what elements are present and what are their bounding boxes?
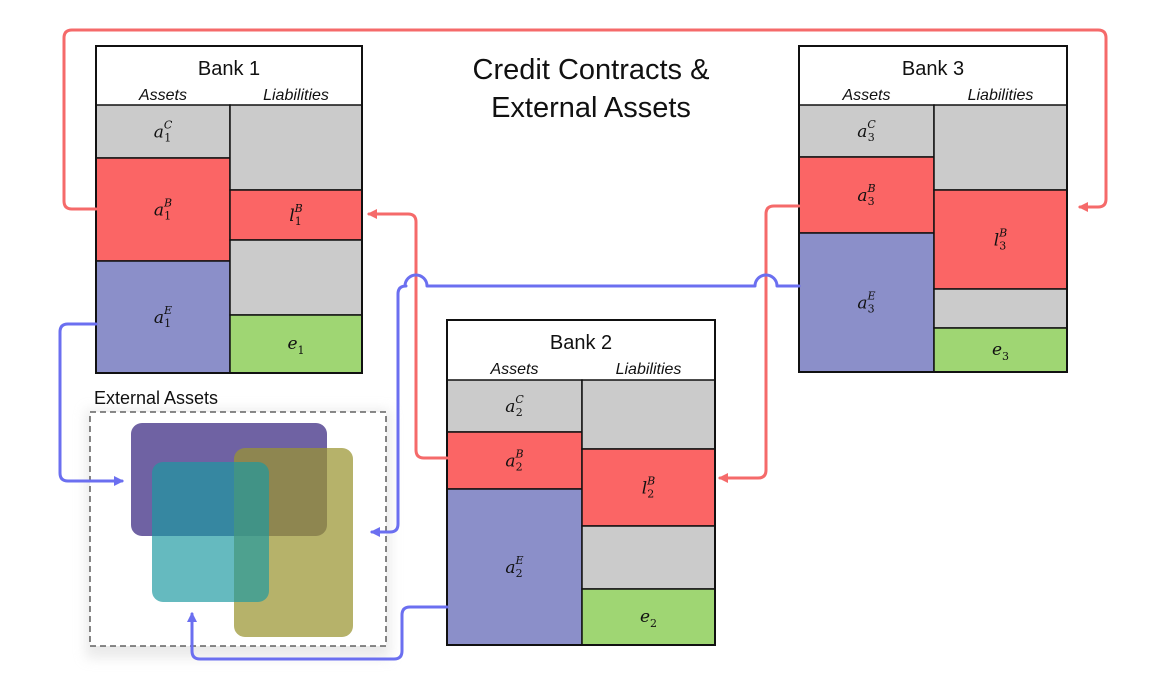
bank-3-cell-aB (798, 156, 935, 234)
bank-1-cell-aB (95, 157, 231, 262)
credit-link-bank1-to-bank3 (62, 28, 1108, 212)
bank-2-cell-aE (446, 488, 583, 646)
bank-1-cell-lgrey2 (229, 239, 363, 316)
external-link-bank3 (370, 273, 801, 537)
bank-3-cell-aE (798, 232, 935, 373)
bank-2-header (447, 320, 715, 380)
bank-2-liabilities-header: Liabilities (616, 361, 682, 378)
bank-2-cell-aC (446, 379, 583, 433)
external-link-bank2 (187, 605, 449, 661)
diagram-title-line2: External Assets (491, 92, 691, 124)
bank-2-cell-e (581, 588, 716, 646)
bank-2-cell-lgrey2 (581, 525, 716, 590)
bank-2-cell-lgrey1 (581, 379, 716, 450)
external-link-bank1 (58, 322, 124, 486)
bank-1-cell-aE (95, 260, 231, 374)
bank-2-label-e: e2 (640, 607, 657, 630)
bank-2-assets-header: Assets (489, 361, 538, 378)
external-asset-teal (152, 462, 269, 602)
bank-1-cell-lgrey1 (229, 104, 363, 191)
bank-2-frame (446, 319, 716, 646)
external-assets-panel: External Assets (86, 388, 390, 658)
bank-3-title: Bank 3 (902, 58, 964, 80)
external-assets-label: External Assets (94, 388, 218, 408)
bank-2-title: Bank 2 (550, 332, 612, 354)
bank-1-title: Bank 1 (198, 58, 260, 80)
bank-1-assets-header: Assets (138, 87, 187, 104)
bank-1-liabilities-header: Liabilities (263, 87, 329, 104)
bank-3-header (799, 46, 1067, 105)
bank-3-cell-lgrey2 (933, 288, 1068, 329)
credit-link-bank3-to-bank2 (718, 204, 801, 483)
bank-1-header (96, 46, 362, 105)
credit-link-bank2-to-bank1 (367, 209, 449, 460)
bank-1-cell-e (229, 314, 363, 374)
bank-3-cell-aC (798, 104, 935, 158)
diagram-title-line1: Credit Contracts & (473, 54, 710, 86)
external-assets-border (89, 411, 387, 647)
bank-3-cell-lgrey1 (933, 104, 1068, 191)
bank-3-assets-header: Assets (841, 87, 890, 104)
connector-lines (58, 28, 1108, 661)
bank-3-cell-e (933, 327, 1068, 373)
bank-3-liabilities-header: Liabilities (968, 87, 1034, 104)
bank-3-frame (798, 45, 1068, 373)
bank-1-label-e: e1 (287, 334, 304, 357)
bank-3-label-e: e3 (992, 340, 1009, 363)
